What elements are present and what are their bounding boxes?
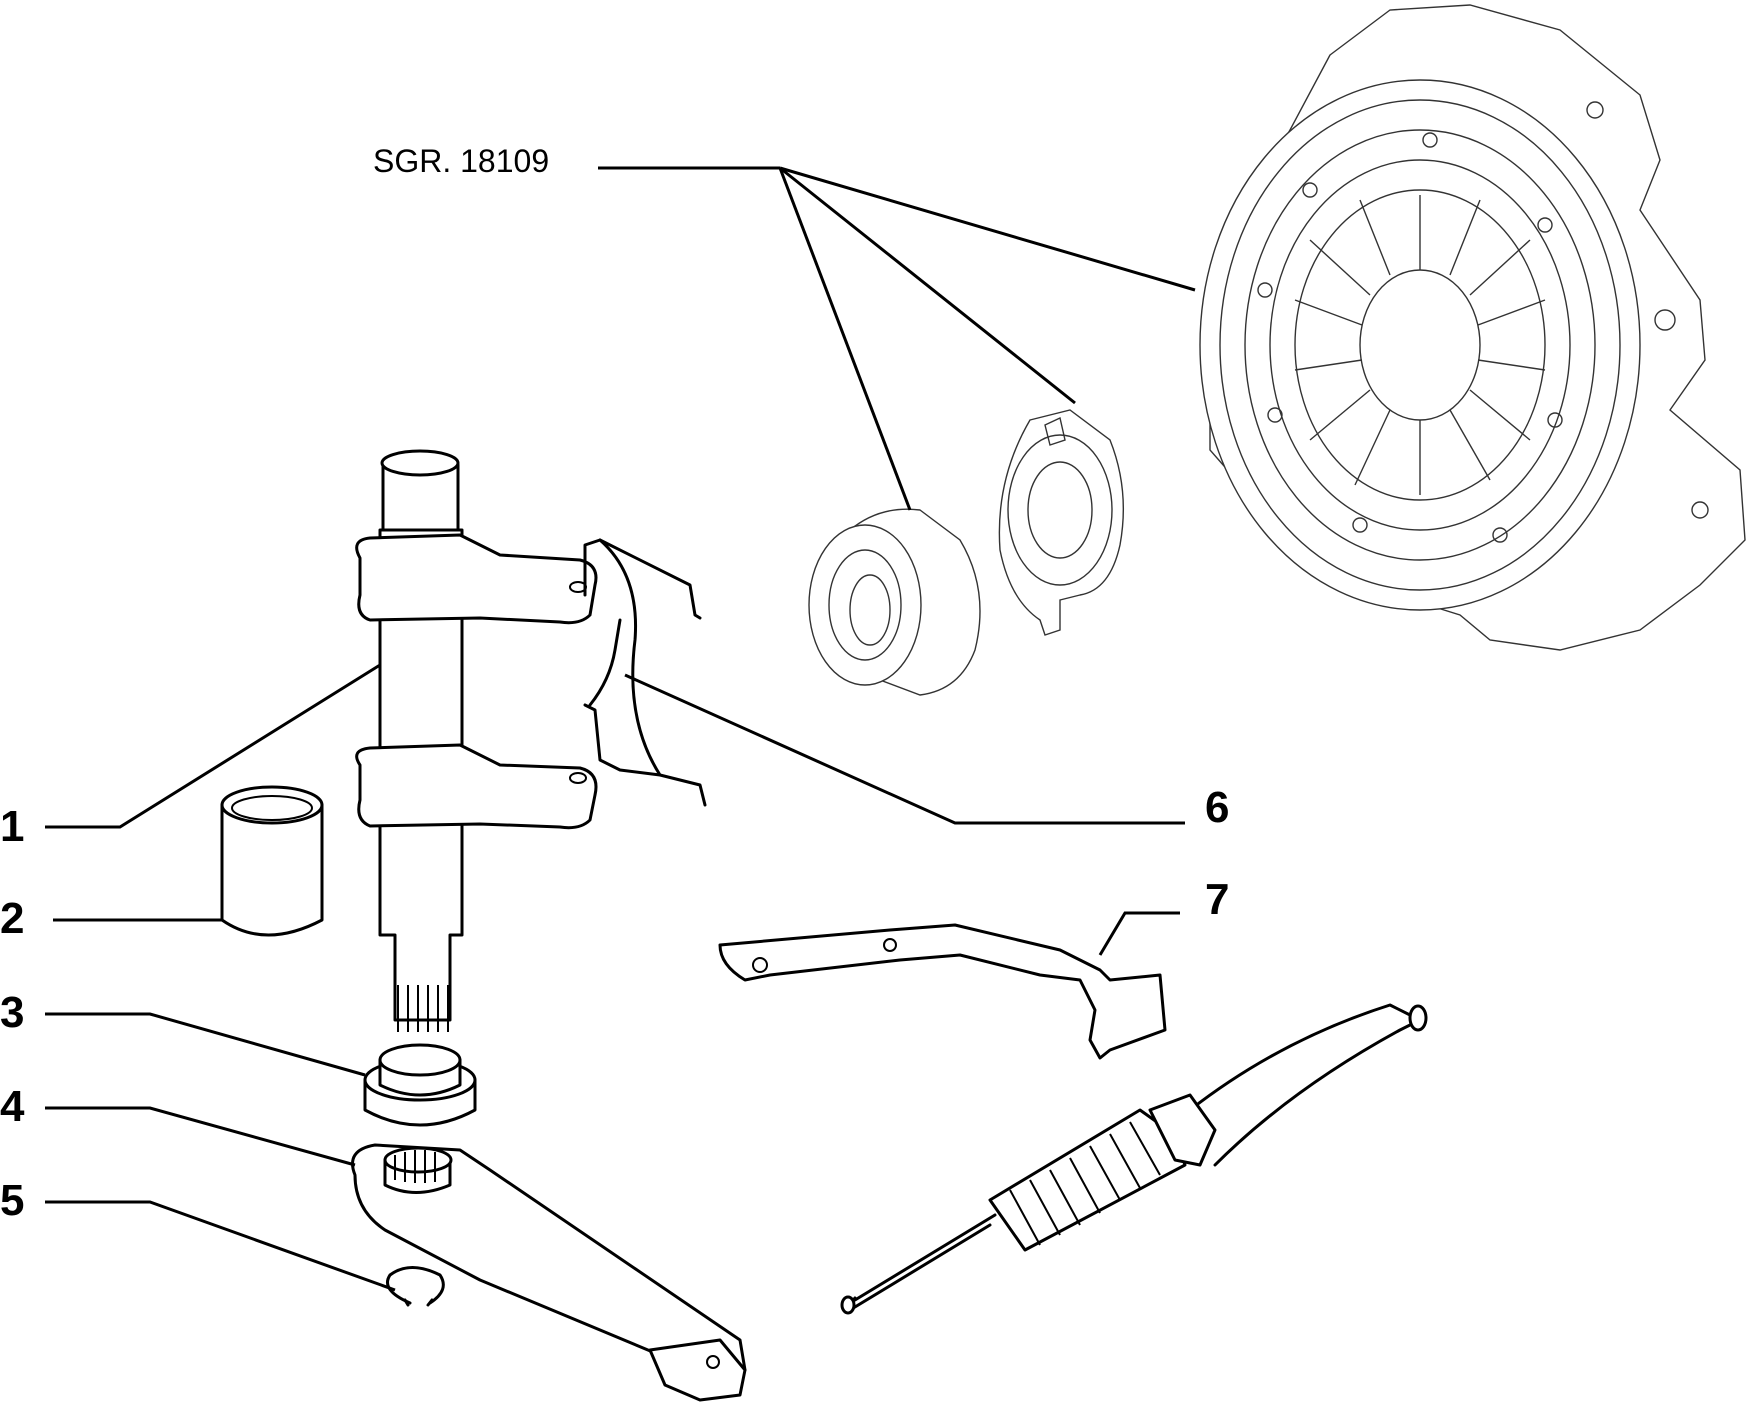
clutch-pressure-plate (1199, 4, 1746, 651)
callout-1: 1 (0, 802, 25, 851)
circlip (386, 1266, 445, 1307)
sgr-leader-lines (598, 166, 1196, 511)
clutch-fork-shaft (355, 449, 598, 1032)
callout-7: 7 (1205, 875, 1230, 924)
callout-6: 6 (1205, 783, 1230, 832)
cable-bracket (718, 923, 1167, 1060)
callout-4: 4 (0, 1082, 25, 1131)
fork-spring-clip (583, 538, 707, 807)
callout-3: 3 (0, 988, 25, 1037)
callout-leader-lines (45, 663, 1185, 1292)
release-bearing (808, 508, 981, 696)
seal-bushing (363, 1043, 477, 1127)
callout-2: 2 (0, 894, 25, 943)
sgr-group-label: SGR. 18109 (373, 143, 550, 179)
bushing (220, 785, 324, 937)
release-sleeve (998, 409, 1125, 636)
clutch-cable (840, 1003, 1428, 1315)
callout-5: 5 (0, 1176, 25, 1225)
release-lever (351, 1143, 747, 1402)
